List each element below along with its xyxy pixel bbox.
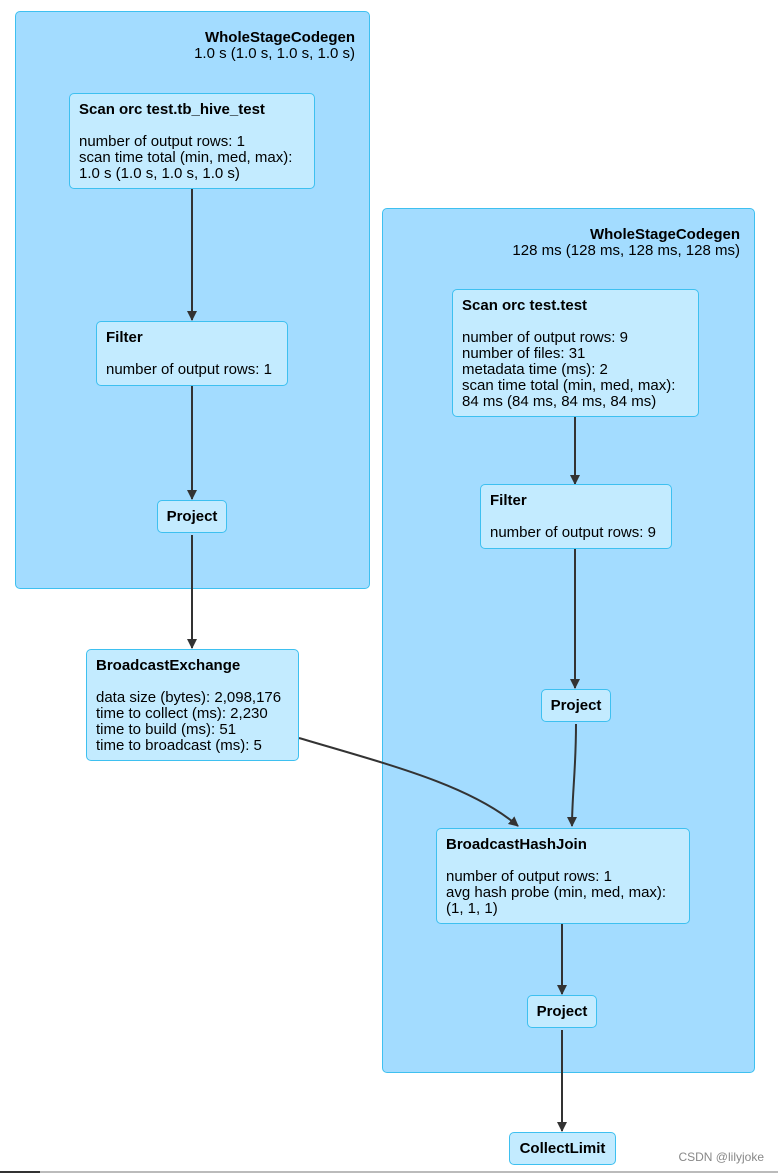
metric: number of output rows: 1 xyxy=(79,133,245,150)
node-title: CollectLimit xyxy=(519,1139,606,1157)
broadcast-hash-join-node[interactable]: BroadcastHashJoin number of output rows:… xyxy=(436,828,690,924)
node-title: Scan orc test.test xyxy=(462,297,588,314)
node-title: Project xyxy=(550,696,602,714)
metric: number of output rows: 9 xyxy=(490,524,656,541)
divider xyxy=(40,1171,778,1173)
node-title: BroadcastHashJoin xyxy=(446,836,587,853)
filter-left-node[interactable]: Filter number of output rows: 1 xyxy=(96,321,288,386)
divider xyxy=(0,1171,40,1173)
node-title: Project xyxy=(536,1002,588,1020)
metric: number of output rows: 1 xyxy=(106,361,272,378)
edge-broadcast-to-join xyxy=(298,737,519,827)
node-metrics: number of output rows: 9 xyxy=(490,525,662,541)
metric: 1.0 s (1.0 s, 1.0 s, 1.0 s) xyxy=(79,165,240,182)
watermark: CSDN @lilyjoke xyxy=(678,1150,764,1164)
project-left-node[interactable]: Project xyxy=(157,500,227,533)
metric: data size (bytes): 2,098,176 xyxy=(96,689,282,706)
node-title: BroadcastExchange xyxy=(96,657,241,674)
metric: scan time total (min, med, max): xyxy=(462,377,676,394)
cluster-time: 1.0 s (1.0 s, 1.0 s, 1.0 s) xyxy=(194,45,355,62)
scan-hive-node[interactable]: Scan orc test.tb_hive_test number of out… xyxy=(69,93,315,189)
metric: number of output rows: 9 xyxy=(462,329,628,346)
node-metrics: number of output rows: 9 number of files… xyxy=(462,330,689,410)
cluster-header: WholeStageCodegen 128 ms (128 ms, 128 ms… xyxy=(512,227,740,259)
node-title: Filter xyxy=(490,492,527,509)
metric: (1, 1, 1) xyxy=(446,900,498,917)
metric: number of files: 31 xyxy=(462,345,586,362)
cluster-header: WholeStageCodegen 1.0 s (1.0 s, 1.0 s, 1… xyxy=(194,30,355,62)
metric: avg hash probe (min, med, max): xyxy=(446,884,667,901)
metric: metadata time (ms): 2 xyxy=(462,361,608,378)
cluster-title: WholeStageCodegen xyxy=(204,29,355,46)
node-metrics: number of output rows: 1 scan time total… xyxy=(79,134,305,182)
metric: time to collect (ms): 2,230 xyxy=(96,705,268,722)
edge-project-to-join xyxy=(567,723,578,827)
node-title: Scan orc test.tb_hive_test xyxy=(79,101,265,118)
node-title: Filter xyxy=(106,329,143,346)
node-metrics: number of output rows: 1 avg hash probe … xyxy=(446,869,680,917)
metric: scan time total (min, med, max): xyxy=(79,149,293,166)
project-right-node[interactable]: Project xyxy=(541,689,611,722)
metric: time to build (ms): 51 xyxy=(96,721,237,738)
project-bottom-node[interactable]: Project xyxy=(527,995,597,1028)
scan-test-node[interactable]: Scan orc test.test number of output rows… xyxy=(452,289,699,417)
node-metrics: data size (bytes): 2,098,176 time to col… xyxy=(96,690,289,754)
metric: 84 ms (84 ms, 84 ms, 84 ms) xyxy=(462,393,657,410)
cluster-title: WholeStageCodegen xyxy=(589,226,740,243)
node-metrics: number of output rows: 1 xyxy=(106,362,278,378)
collect-limit-node[interactable]: CollectLimit xyxy=(509,1132,616,1165)
metric: number of output rows: 1 xyxy=(446,868,612,885)
filter-right-node[interactable]: Filter number of output rows: 9 xyxy=(480,484,672,549)
cluster-time: 128 ms (128 ms, 128 ms, 128 ms) xyxy=(512,242,740,259)
metric: time to broadcast (ms): 5 xyxy=(96,737,262,754)
broadcast-exchange-node[interactable]: BroadcastExchange data size (bytes): 2,0… xyxy=(86,649,299,761)
node-title: Project xyxy=(166,507,218,525)
